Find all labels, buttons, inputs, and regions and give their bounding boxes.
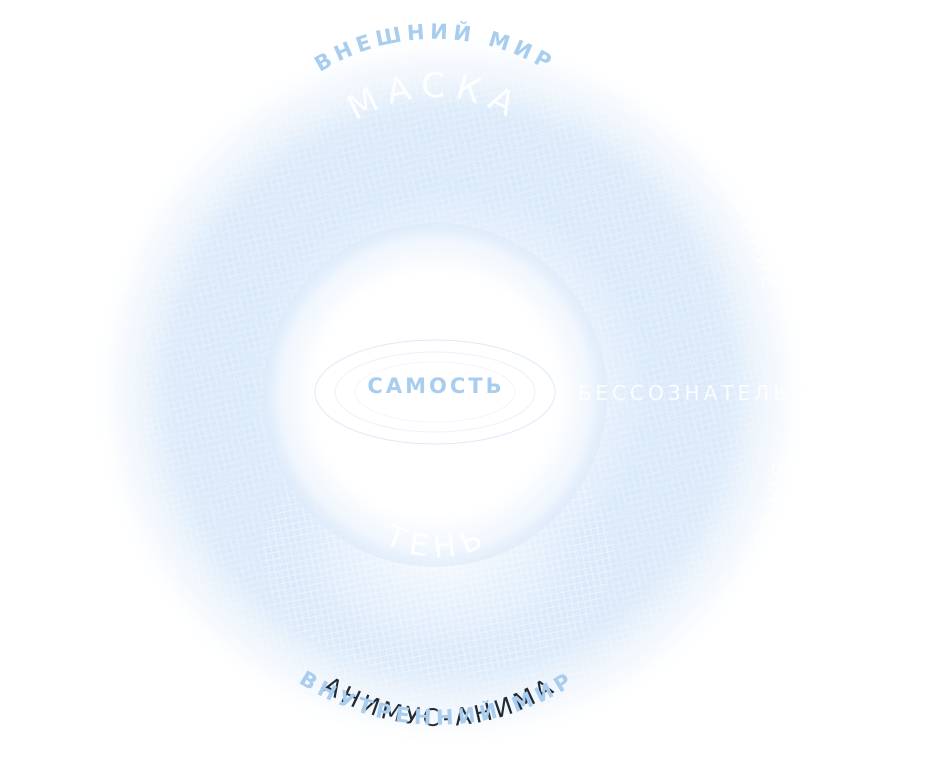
personal-unconscious-label: БЕССОЗНАТЕЛЬНОЕ <box>578 381 847 405</box>
self-label: САМОСТЬ <box>367 374 504 398</box>
